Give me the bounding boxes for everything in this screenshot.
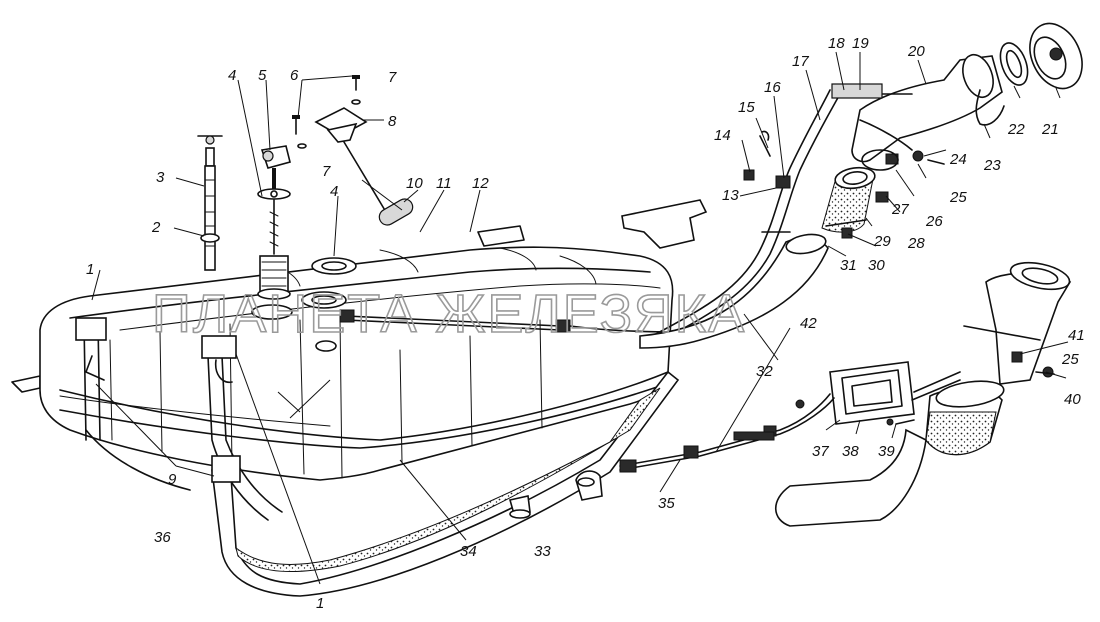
callout-4-upper: 4 — [228, 67, 236, 84]
strap-36-loop — [85, 429, 191, 491]
callout-23: 23 — [983, 157, 1001, 174]
filler-neck-upper — [831, 53, 1003, 163]
callout-numbers: 1 1 2 3 4 4 5 6 7 7 8 9 10 11 12 13 14 1… — [86, 35, 1085, 612]
callout-35: 35 — [658, 495, 675, 512]
callout-41: 41 — [1068, 327, 1085, 344]
callout-22: 22 — [1007, 121, 1025, 138]
callout-33: 33 — [534, 543, 551, 560]
tank-strap-left — [75, 317, 107, 441]
callout-15: 15 — [738, 99, 755, 116]
tank-fittings — [251, 257, 357, 352]
vent-tube — [655, 89, 841, 339]
clamp-assembly — [861, 149, 945, 171]
callout-40: 40 — [1064, 391, 1081, 408]
filler-door-housing — [795, 361, 961, 425]
gauge-rod-assembly — [197, 135, 223, 271]
callout-5: 5 — [258, 67, 267, 84]
callout-1-left: 1 — [86, 261, 94, 278]
callout-31: 31 — [840, 257, 857, 274]
callout-26: 26 — [925, 213, 943, 230]
callout-20: 20 — [907, 43, 925, 60]
callout-38: 38 — [842, 443, 859, 460]
callout-3: 3 — [156, 169, 165, 186]
filler-pipe-31 — [639, 233, 829, 349]
screws-6-7 — [292, 75, 361, 149]
callout-32: 32 — [756, 363, 773, 380]
lower-filler-pipe — [774, 261, 1072, 527]
callout-34: 34 — [460, 543, 477, 560]
callout-7-lower: 7 — [322, 163, 331, 180]
callout-28: 28 — [907, 235, 925, 252]
callout-10: 10 — [406, 175, 423, 192]
callout-27: 27 — [891, 201, 909, 218]
callout-17: 17 — [792, 53, 809, 70]
leader-lines — [91, 51, 1069, 585]
drain-plug-33 — [508, 495, 531, 519]
fuel-tank — [11, 246, 674, 481]
callout-7-upper: 7 — [388, 69, 397, 86]
gasket-22 — [999, 42, 1029, 86]
callout-39: 39 — [878, 443, 895, 460]
callout-29: 29 — [873, 233, 891, 250]
callout-2: 2 — [151, 219, 161, 236]
callout-13: 13 — [722, 187, 739, 204]
callout-19: 19 — [852, 35, 869, 52]
callout-6: 6 — [290, 67, 299, 84]
callout-25-lower: 25 — [1061, 351, 1079, 368]
callout-14: 14 — [714, 127, 731, 144]
callout-24: 24 — [949, 151, 967, 168]
sender-unit-8 — [314, 107, 414, 226]
callout-42: 42 — [800, 315, 817, 332]
callout-4-lower: 4 — [330, 183, 338, 200]
connector-hose — [821, 166, 889, 239]
callout-9: 9 — [168, 471, 177, 488]
callout-37: 37 — [812, 443, 829, 460]
callout-21: 21 — [1041, 121, 1059, 138]
callout-1-bottom: 1 — [316, 595, 324, 612]
callout-11: 11 — [436, 175, 452, 192]
filter-assembly — [257, 145, 291, 300]
filler-cap-21 — [1029, 22, 1083, 90]
release-cable — [619, 393, 835, 473]
callout-12: 12 — [472, 175, 489, 192]
watermark: ПЛАНЕТА ЖЕЛЕЗЯКА — [152, 284, 746, 344]
bracket-32 — [477, 199, 708, 249]
callout-36: 36 — [154, 529, 171, 546]
callout-18: 18 — [828, 35, 845, 52]
elbow-fitting — [575, 470, 603, 501]
callout-30: 30 — [868, 257, 885, 274]
callout-25-upper: 25 — [949, 189, 967, 206]
callout-8: 8 — [388, 113, 397, 130]
chain-23 — [975, 89, 1005, 126]
callout-16: 16 — [764, 79, 781, 96]
